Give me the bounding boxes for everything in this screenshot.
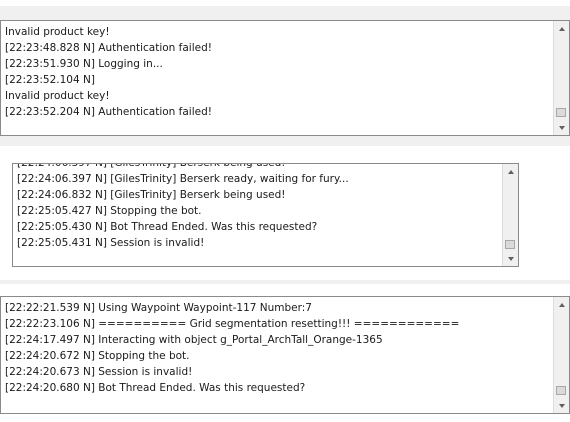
log-line: [22:24:20.672 N] Stopping the bot. — [5, 350, 190, 362]
scroll-up-button[interactable] — [554, 21, 569, 36]
log-line: [22:24:06.397 N] [GilesTrinity] Berserk … — [17, 173, 349, 185]
log-line: [22:23:52.104 N] — [5, 74, 95, 86]
log-line: [22:24:06.832 N] [GilesTrinity] Berserk … — [17, 189, 286, 201]
log-line: [22:25:05.430 N] Bot Thread Ended. Was t… — [17, 221, 318, 233]
log-line: [22:25:05.431 N] Session is invalid! — [17, 237, 205, 249]
log-line: [22:24:17.497 N] Interacting with object… — [5, 334, 383, 346]
chevron-down-icon — [507, 256, 514, 261]
scroll-down-button[interactable] — [503, 251, 518, 266]
scrollbar-thumb[interactable] — [505, 240, 515, 249]
chevron-down-icon — [558, 125, 565, 130]
log-line: [22:22:23.106 N] ========== Grid segment… — [5, 318, 460, 330]
chevron-up-icon — [507, 169, 514, 174]
log-panel-3-content: [22:22:21.539 N] Using Waypoint Waypoint… — [5, 300, 551, 413]
log-line: [22:23:52.204 N] Authentication failed! — [5, 106, 212, 118]
log-line: [22:24:20.673 N] Session is invalid! — [5, 366, 193, 378]
log-panel-2-content: [22:24:06.397 N] [GilesTrinity] Berserk … — [17, 163, 500, 266]
log-panel-1[interactable]: Invalid product key! [22:23:48.828 N] Au… — [0, 20, 570, 136]
log-line: [22:22:21.539 N] Using Waypoint Waypoint… — [5, 302, 312, 314]
log-panel-1-scrollbar[interactable] — [553, 21, 569, 135]
log-panel-3[interactable]: [22:22:21.539 N] Using Waypoint Waypoint… — [0, 296, 570, 414]
log-line: Invalid product key! — [5, 26, 110, 38]
log-line: [22:23:48.828 N] Authentication failed! — [5, 42, 212, 54]
log-panel-3-scrollbar[interactable] — [553, 297, 569, 413]
log-line: Invalid product key! — [5, 90, 110, 102]
log-panel-2[interactable]: [22:24:06.397 N] [GilesTrinity] Berserk … — [12, 163, 519, 267]
chevron-down-icon — [558, 403, 565, 408]
scroll-up-button[interactable] — [503, 164, 518, 179]
chevron-up-icon — [558, 302, 565, 307]
scroll-down-button[interactable] — [554, 398, 569, 413]
log-panel-1-content: Invalid product key! [22:23:48.828 N] Au… — [5, 24, 551, 135]
log-line: [22:23:51.930 N] Logging in... — [5, 58, 163, 70]
log-line: [22:24:20.680 N] Bot Thread Ended. Was t… — [5, 382, 306, 394]
chevron-up-icon — [558, 26, 565, 31]
background-band-top — [0, 0, 570, 6]
log-panel-2-scrollbar[interactable] — [502, 164, 518, 266]
scroll-down-button[interactable] — [554, 120, 569, 135]
log-line: [22:25:05.427 N] Stopping the bot. — [17, 205, 202, 217]
log-line: [22:24:06.397 N] [GilesTrinity] Berserk … — [17, 163, 286, 169]
scrollbar-thumb[interactable] — [556, 386, 566, 395]
scrollbar-thumb[interactable] — [556, 108, 566, 117]
scroll-up-button[interactable] — [554, 297, 569, 312]
